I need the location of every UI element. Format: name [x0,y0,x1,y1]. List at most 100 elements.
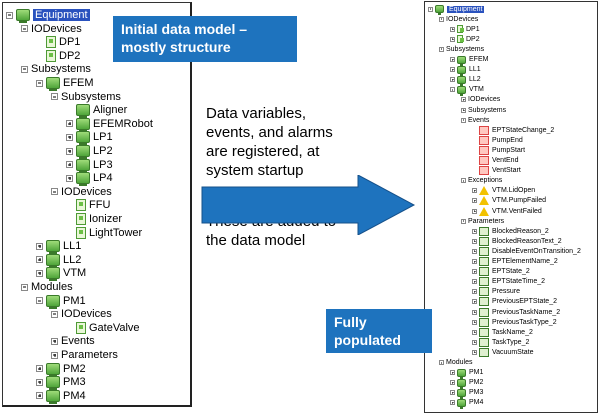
collapse-icon[interactable] [21,65,28,73]
tree-node[interactable]: EPTStateChange_2 [472,125,554,135]
expand-icon[interactable] [472,259,477,264]
tree-node[interactable]: EPTElementName_2 [472,257,558,267]
expand-icon[interactable] [472,289,477,295]
tree-node[interactable]: Parameters [51,347,118,363]
tree-node[interactable]: IODevices [461,95,500,105]
collapse-icon[interactable] [439,16,444,22]
tree-node[interactable]: PM2 [36,361,86,377]
tree-node[interactable]: DP2 [36,48,80,64]
collapse-icon[interactable] [461,117,466,123]
expand-icon[interactable] [36,392,43,400]
tree-node[interactable]: LL1 [450,65,481,76]
collapse-icon[interactable] [6,11,13,19]
tree-node[interactable]: Equipment [428,4,485,15]
tree-node[interactable]: LP2 [66,143,113,159]
expand-icon[interactable] [66,120,73,128]
tree-node[interactable]: VTM.PumpFailed [472,196,546,206]
tree-node[interactable]: EPTStateTime_2 [472,277,545,287]
expand-icon[interactable] [51,337,58,345]
tree-node[interactable]: Modules [21,279,73,295]
expand-icon[interactable] [36,378,43,386]
collapse-icon[interactable] [461,218,466,224]
expand-icon[interactable] [450,26,455,32]
tree-node[interactable]: PumpEnd [472,135,523,145]
tree-node[interactable]: Subsystems [461,105,506,115]
expand-icon[interactable] [472,228,477,234]
tree-node[interactable]: DP1 [36,34,80,50]
expand-icon[interactable] [36,269,43,277]
tree-node[interactable]: Subsystems [21,61,91,77]
expand-icon[interactable] [66,174,73,182]
tree-node[interactable]: EFEM [36,75,94,91]
expand-icon[interactable] [472,299,477,305]
tree-node[interactable]: Events [461,115,489,125]
expand-icon[interactable] [450,67,455,73]
tree-node[interactable]: LP1 [66,129,113,146]
expand-icon[interactable] [450,36,455,42]
tree-node[interactable]: PM4 [450,398,483,409]
tree-node[interactable]: PM1 [36,293,86,309]
tree-node[interactable]: Aligner [66,102,127,119]
tree-node[interactable]: VentStart [472,166,521,176]
tree-node[interactable]: Subsystems [51,89,121,105]
expand-icon[interactable] [472,188,477,194]
expand-icon[interactable] [472,319,477,325]
tree-node[interactable]: VTM [36,265,86,282]
tree-node[interactable]: DP1 [450,24,480,34]
collapse-icon[interactable] [439,46,444,52]
collapse-icon[interactable] [450,87,455,93]
tree-node[interactable]: EFEM [450,55,488,66]
tree-node[interactable]: TaskName_2 [472,327,533,337]
expand-icon[interactable] [472,208,477,214]
tree-node[interactable]: PreviousTaskName_2 [472,307,560,317]
tree-node[interactable]: EPTState_2 [472,267,530,277]
expand-icon[interactable] [450,57,455,62]
tree-node[interactable]: DP2 [450,34,480,44]
expand-icon[interactable] [472,279,477,285]
tree-node[interactable]: VentEnd [472,156,518,166]
collapse-icon[interactable] [21,283,28,291]
expand-icon[interactable] [51,351,58,359]
expand-icon[interactable] [66,133,73,141]
tree-node[interactable]: VTM.LidOpen [472,186,535,196]
tree-node[interactable]: Pressure [472,287,520,297]
tree-node[interactable]: IODevices [439,14,478,24]
tree-node[interactable]: IODevices [51,306,112,322]
tree-node[interactable]: PM1 [450,368,483,379]
tree-node[interactable]: BlockedReasonText_2 [472,236,562,246]
tree-node[interactable]: PreviousTaskType_2 [472,317,557,327]
expand-icon[interactable] [450,400,455,406]
collapse-icon[interactable] [428,6,433,12]
collapse-icon[interactable] [21,25,28,33]
expand-icon[interactable] [472,329,477,335]
tree-node[interactable]: IODevices [21,21,82,37]
expand-icon[interactable] [472,349,477,355]
tree-node[interactable]: IODevices [51,184,112,200]
expand-icon[interactable] [472,339,477,345]
tree-node[interactable]: LL1 [36,238,81,255]
expand-icon[interactable] [36,242,43,250]
expand-icon[interactable] [472,269,477,275]
expand-icon[interactable] [461,97,466,103]
tree-node[interactable]: LP4 [66,170,113,187]
expand-icon[interactable] [472,238,477,244]
tree-node[interactable]: Parameters [461,216,504,226]
expand-icon[interactable] [36,256,43,264]
tree-node[interactable]: Exceptions [461,176,502,186]
collapse-icon[interactable] [36,79,43,87]
expand-icon[interactable] [450,370,455,376]
tree-node[interactable]: LL2 [450,75,481,86]
tree-node[interactable]: VTM [450,85,484,96]
tree-node[interactable]: Events [51,333,95,349]
tree-node[interactable]: BlockedReason_2 [472,226,549,236]
expand-icon[interactable] [450,77,455,83]
collapse-icon[interactable] [461,178,466,184]
tree-node[interactable]: PM3 [450,388,483,399]
expand-icon[interactable] [66,147,73,155]
tree-node[interactable]: Equipment [6,7,90,23]
tree-node[interactable]: EFEMRobot [66,116,153,132]
tree-node[interactable]: Modules [439,358,472,368]
tree-node[interactable]: PM2 [450,378,483,389]
expand-icon[interactable] [36,365,43,373]
expand-icon[interactable] [66,161,73,169]
